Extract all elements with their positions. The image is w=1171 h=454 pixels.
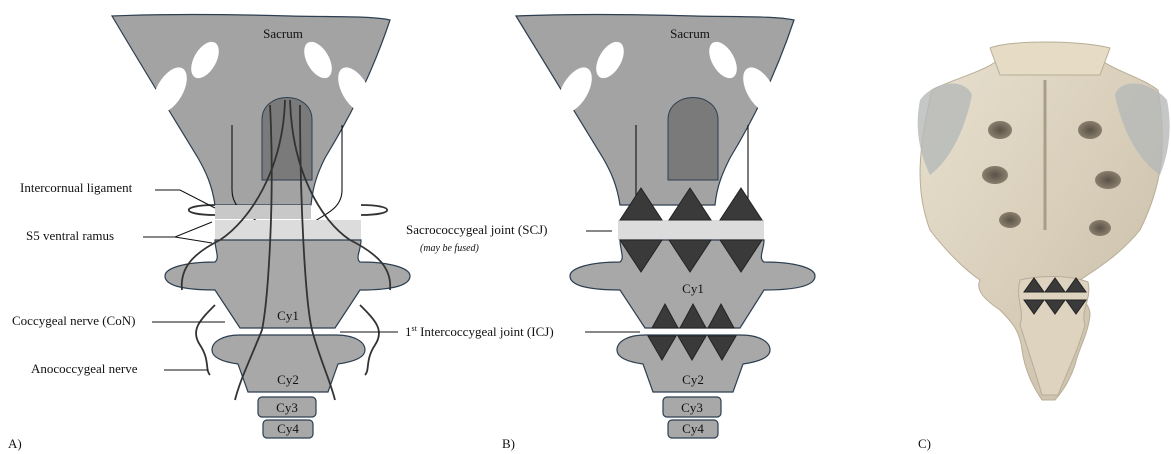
sacral-foramen: [999, 212, 1021, 228]
label-icj: 1st Intercoccygeal joint (ICJ): [405, 324, 554, 339]
sacral-foramen: [1089, 220, 1111, 236]
anococcygeal-nerve: [196, 305, 215, 375]
sacral-foramen: [1078, 121, 1102, 139]
label-sacrum-b: Sacrum: [670, 26, 710, 41]
sacrum-shape: [112, 15, 390, 206]
panel-c: C): [918, 42, 1170, 451]
panel-label-b: B): [502, 436, 515, 451]
anococcygeal-nerve: [360, 305, 379, 375]
scj-band-light: [215, 220, 361, 240]
panel-a: Sacrum Intercornual ligament S5 ventral …: [8, 15, 410, 452]
scj-band: [618, 220, 764, 240]
intercornual-ligament: [361, 205, 387, 215]
sacral-canal: [668, 98, 718, 181]
label-cy1-b: Cy1: [682, 281, 704, 296]
label-scj-note: (may be fused): [420, 243, 480, 254]
label-cy1-a: Cy1: [277, 308, 299, 323]
leader-s5: [143, 222, 212, 243]
lumbar-vertebra: [990, 42, 1110, 75]
panel-label-c: C): [918, 436, 931, 451]
sacral-foramen: [1095, 171, 1121, 189]
panel-label-a: A): [8, 436, 22, 451]
label-scj: Sacrococcygeal joint (SCJ): [406, 222, 548, 237]
label-intercornual: Intercornual ligament: [20, 180, 133, 195]
sacral-foramen: [988, 121, 1012, 139]
label-cy3-a: Cy3: [276, 400, 298, 415]
label-cy3-b: Cy3: [681, 400, 703, 415]
sacrum-shape: [516, 15, 794, 206]
scj-band: [215, 205, 311, 219]
label-coccygeal-nerve: Coccygeal nerve (CoN): [12, 313, 135, 328]
label-sacrum-a: Sacrum: [263, 26, 303, 41]
label-anococcygeal: Anococcygeal nerve: [31, 361, 138, 376]
label-cy2-a: Cy2: [277, 372, 299, 387]
scj-up-triangle: [720, 188, 762, 220]
label-cy2-b: Cy2: [682, 372, 704, 387]
panel-b: Sacrum Sacrococcygeal joint (SCJ) (may b…: [340, 15, 815, 452]
label-cy4-a: Cy4: [277, 421, 299, 436]
coccyx-render: [1019, 276, 1089, 395]
sacral-foramen: [982, 166, 1008, 184]
label-cy4-b: Cy4: [682, 421, 704, 436]
label-s5-ventral-ramus: S5 ventral ramus: [26, 228, 114, 243]
